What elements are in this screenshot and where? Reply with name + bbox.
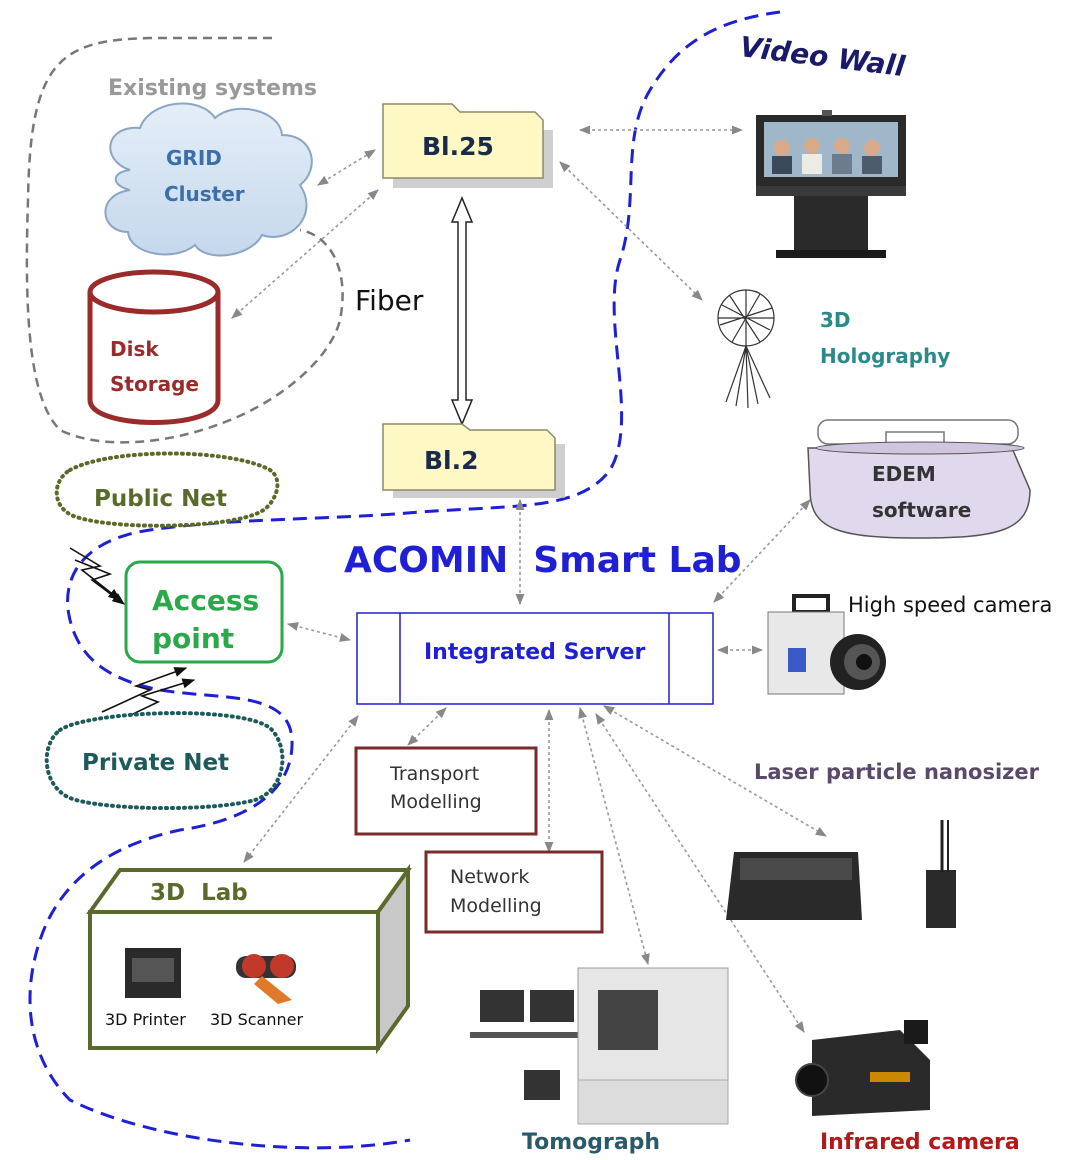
holography-label-line2: Holography	[820, 344, 951, 368]
infrared-camera-image	[795, 1020, 930, 1116]
existing-systems-label: Existing systems	[108, 76, 317, 101]
private-net-label: Private Net	[82, 750, 230, 776]
edem-label-line1: EDEM	[872, 462, 936, 486]
disk-storage-cylinder	[87, 269, 221, 425]
integrated-server-label: Integrated Server	[424, 640, 646, 665]
nanosizer-image	[726, 820, 956, 928]
3d-scanner-label: 3D Scanner	[210, 1010, 304, 1029]
integrated-server-box	[356, 612, 714, 705]
access-point-label-line1: Access	[152, 584, 260, 617]
high-speed-camera-image	[767, 594, 886, 695]
tomograph-image	[470, 967, 729, 1125]
transport-modelling-label-line1: Transport	[390, 763, 480, 785]
edem-label-line2: software	[872, 498, 972, 522]
network-modelling-label-line1: Network	[450, 866, 530, 888]
fiber-label: Fiber	[355, 284, 424, 317]
infrared-camera-label: Infrared camera	[820, 1130, 1020, 1155]
lab3d-label: 3D Lab	[150, 880, 248, 906]
video-wall-image	[756, 110, 906, 258]
disk-label-line1: Disk	[110, 337, 159, 361]
grid-label-line1: GRID	[166, 146, 222, 170]
tomograph-label: Tomograph	[522, 1130, 661, 1155]
disk-label-line2: Storage	[110, 372, 199, 396]
smart-lab-title: ACOMIN Smart Lab	[344, 540, 742, 581]
high-speed-camera-label: High speed camera	[848, 593, 1053, 617]
private-net-blob	[44, 711, 285, 811]
network-modelling-label-line2: Modelling	[450, 895, 542, 917]
bl25-folder	[382, 103, 553, 188]
3d-scanner-image	[236, 954, 296, 1004]
net-link-arrows	[69, 547, 196, 727]
bl2-label: Bl.2	[424, 446, 479, 475]
connector-arrows	[231, 125, 827, 1033]
holography-image	[717, 289, 775, 409]
fiber-arrow	[450, 196, 474, 426]
grid-label-line2: Cluster	[164, 182, 245, 206]
transport-modelling-box	[354, 746, 538, 836]
3d-printer-label: 3D Printer	[105, 1010, 186, 1029]
existing-systems-boundary	[25, 36, 344, 444]
public-net-label: Public Net	[94, 486, 227, 512]
bl2-folder	[382, 423, 565, 498]
bl25-label: Bl.25	[422, 132, 494, 161]
network-modelling-box	[424, 850, 604, 934]
grid-cloud-shape	[104, 102, 313, 257]
access-point-box	[124, 560, 284, 664]
holography-label-line1: 3D	[820, 308, 851, 332]
laser-nanosizer-label: Laser particle nanosizer	[754, 760, 1039, 784]
public-net-blob	[54, 451, 280, 528]
edem-image	[807, 419, 1031, 539]
3d-printer-image	[125, 948, 181, 998]
access-point-label-line2: point	[152, 622, 235, 655]
smart-lab-boundary	[28, 10, 781, 1150]
transport-modelling-label-line2: Modelling	[390, 791, 482, 813]
